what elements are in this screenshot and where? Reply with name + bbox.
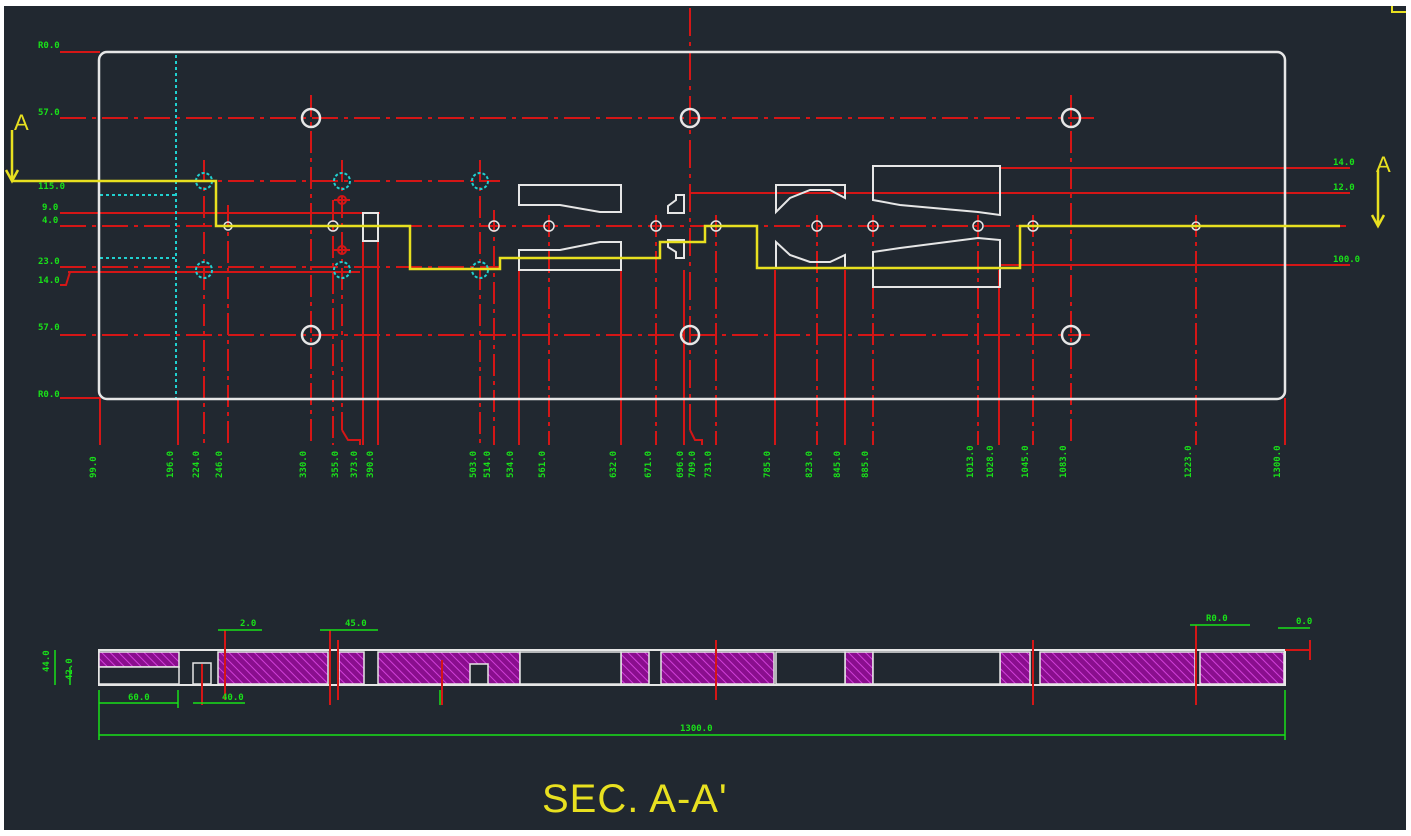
section-slots: [98, 651, 1001, 685]
section-dim-1: 42.0: [65, 658, 75, 680]
section-dim-7: 0.0: [1296, 617, 1312, 627]
section-dim-6: R0.0: [1206, 614, 1228, 624]
bottom-dim-label: 1045.0: [1021, 445, 1031, 478]
bottom-dim-label: 671.0: [644, 451, 654, 478]
left-dim-7: 57.0: [38, 323, 60, 333]
hidden-lines: [100, 55, 178, 398]
bottom-dim-label: 355.0: [331, 451, 341, 478]
bottom-dim-label: 696.0: [676, 451, 686, 478]
section-view: 44.0 42.0 60.0 40.0 2.0 45.0 R0.0 0.0 13…: [42, 614, 1312, 740]
left-dim-4: 4.0: [42, 216, 58, 226]
bottom-dim-label: 1013.0: [966, 445, 976, 478]
right-dim-0: 14.0: [1333, 158, 1355, 168]
bottom-dim-label: 785.0: [763, 451, 773, 478]
section-marker-left-arrow: [4, 130, 20, 184]
left-dim-3: 9.0: [42, 203, 58, 213]
section-dim-4: 2.0: [240, 619, 256, 629]
left-dim-2: 115.0: [38, 182, 65, 192]
bottom-dim-label: 1083.0: [1059, 445, 1069, 478]
bottom-dim-label: 330.0: [299, 451, 309, 478]
bottom-dim-label: 196.0: [166, 451, 176, 478]
bottom-dim-label: 503.0: [469, 451, 479, 478]
bottom-dim-label: 1300.0: [1273, 445, 1283, 478]
section-title: SEC. A-A': [542, 777, 728, 821]
bottom-dim-label: 731.0: [704, 451, 714, 478]
section-marker-left: A: [14, 110, 29, 135]
plate-view: R0.0 57.0 115.0 9.0 4.0 23.0 14.0 57.0 R…: [4, 8, 1391, 478]
bottom-dim-label: 514.0: [483, 451, 493, 478]
cad-drawing-canvas[interactable]: R0.0 57.0 115.0 9.0 4.0 23.0 14.0 57.0 R…: [4, 6, 1406, 830]
bottom-dim-label: 561.0: [538, 451, 548, 478]
bottom-dim-label: 390.0: [366, 451, 376, 478]
bottom-dimensions: 99.0 196.0 224.0 246.0 330.0 355.0 373.0 390.0 5…: [89, 445, 1283, 478]
left-dim-8: R0.0: [38, 390, 60, 400]
section-hatching: [98, 651, 1285, 685]
holes: [300, 107, 1082, 346]
section-dim-5: 45.0: [345, 619, 367, 629]
bottom-dim-label: 534.0: [506, 451, 516, 478]
left-dim-6: 14.0: [38, 276, 60, 286]
bottom-dim-label: 823.0: [805, 451, 815, 478]
bottom-dim-label: 224.0: [192, 451, 202, 478]
section-line: [12, 179, 1340, 271]
bottom-dim-label: 1223.0: [1184, 445, 1194, 478]
corner-mark: [1391, 6, 1406, 13]
left-dim-5: 23.0: [38, 257, 60, 267]
vertical-center-lines: [99, 8, 1286, 445]
bottom-dim-label: 99.0: [89, 456, 99, 478]
red-marks: [334, 195, 350, 255]
right-dim-2: 100.0: [1333, 255, 1360, 265]
bottom-dim-label: 885.0: [861, 451, 871, 478]
right-dim-1: 12.0: [1333, 183, 1355, 193]
cad-viewport[interactable]: R0.0 57.0 115.0 9.0 4.0 23.0 14.0 57.0 R…: [4, 6, 1406, 830]
bottom-dim-label: 246.0: [215, 451, 225, 478]
section-marker-right: A: [1376, 152, 1391, 177]
section-dim-0: 44.0: [42, 650, 52, 672]
left-dim-1: 57.0: [38, 108, 60, 118]
bottom-dim-label: 845.0: [833, 451, 843, 478]
section-dimension-lines: [54, 624, 1310, 740]
bottom-dim-label: 632.0: [609, 451, 619, 478]
left-dim-0: R0.0: [38, 41, 60, 51]
cutouts: [362, 165, 1001, 288]
section-overall-dim: 1300.0: [680, 724, 713, 734]
bottom-dim-label: 373.0: [350, 451, 360, 478]
bottom-dim-label: 1028.0: [986, 445, 996, 478]
section-dim-2: 60.0: [128, 693, 150, 703]
section-marker-right-arrow: [1370, 170, 1386, 229]
section-red-lines: [201, 625, 1311, 705]
bottom-dim-label: 709.0: [688, 451, 698, 478]
section-dim-3: 40.0: [222, 693, 244, 703]
